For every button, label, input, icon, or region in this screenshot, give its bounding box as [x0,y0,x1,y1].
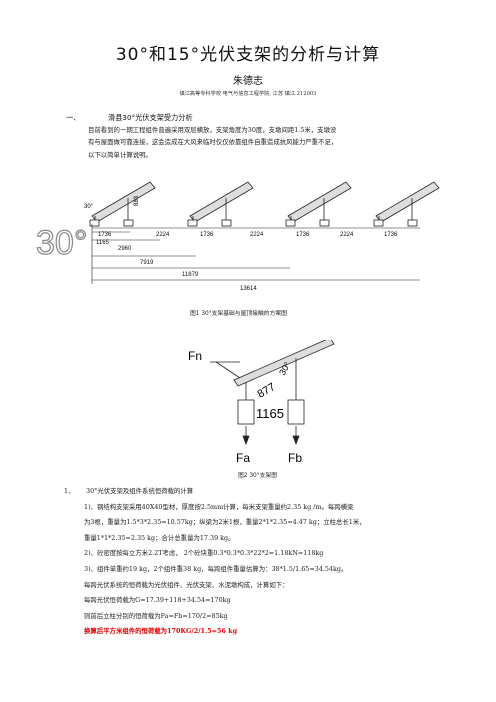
figure-1-caption: 图1 30°支架基础与屋顶接触的方案图 [190,311,287,317]
span-label: 1736 [98,232,112,238]
section-1-number: 一、 [66,113,81,122]
body-line: 3)、组件单重约19 kg，2个组件重38 kg，每跨组件重量估算为：38*1.… [84,564,348,573]
dim-label: 2960 [118,246,132,252]
body-line: 为3根，重量为1.5*3*2.35=10.57kg；纵梁为2米1根，重量2*1*… [84,518,366,527]
span-label: 1736 [384,232,398,238]
body-line: 重量1*1*2.35=2.35 kg；合计总重量为17.39 kg。 [84,533,235,542]
figure-1-big-angle-label: 30° [36,224,87,262]
base-label: 1165 [256,406,284,421]
section-1-title: 滑县30°光伏支架受力分析 [108,113,193,122]
paragraph-line: 有与屋面做可靠连接，这会造成在大风来临时仅仅依靠组件自重造成抗风能力严重不足， [88,138,338,147]
dim-label: 7919 [140,260,154,266]
body-line: 每跨光伏恒荷载为G=17.39+118+34.54=170kg [84,596,231,605]
body-line: 2)、砼密度按每立方米2.2T考虑， 2个砼块重0.3*0.3*0.3*22*2… [84,549,324,558]
figure-2-drawing: Fn 877 30° 1165 Fa Fb [188,337,335,465]
figure-1-drawing: 30° 30° 883 [35,181,440,292]
figure-1: 30° 30° 883 [0,176,496,306]
span-label: 1736 [200,232,214,238]
panel-group [373,181,440,227]
body-line: 则前后立柱分别的恒荷载为Fa=Fb=170/2=85kg [84,611,228,620]
author: 朱德志 [233,76,263,87]
section-2-heading: 1、 30°光伏支架及组件系统恒荷载的计算 [64,484,444,500]
section-2: 1、 30°光伏支架及组件系统恒荷载的计算 1)、钢结构支架采用40X40型材，厚… [64,484,444,640]
figure-2-caption: 图2 30°支架图 [238,473,277,479]
page-title: 30°和15°光伏支架的分析与计算 [115,45,381,65]
length-label: 877 [256,381,278,401]
section-1-paragraph: 目前看到的一期工程组件普遍采用双层横放，支架角度为30度，支墩间距1.5米，支墩… [88,124,438,161]
section-1-heading: 一、 滑县30°光伏支架受力分析 [66,113,193,123]
dim-label: 13614 [240,286,257,292]
paragraph-line: 目前看到的一期工程组件普遍采用双层横放，支架角度为30度，支墩间距1.5米，支墩… [88,126,337,134]
dim-label: 1165 [96,240,110,246]
affiliation: 镇江高等专科学校 电气与信息工程学院, 江苏 镇江 212003 [179,91,317,97]
span-label: 2224 [156,232,170,238]
figure-1-small-angle-label: 30° [84,204,94,210]
force-a-label: Fa [236,451,250,465]
figure-1-height-label: 883 [134,195,140,206]
panel-group [89,181,156,227]
highlight-line: 换算后平方米组件的恒荷载为170KG/2/1.5=56 kg [84,627,238,636]
span-label: 2224 [250,232,264,238]
body-line: 1)、钢结构支架采用40X40型材，厚度按2.5mm计算，每米支架重量约2.35… [84,502,354,511]
span-label: 1736 [296,232,310,238]
figure-2: Fn 877 30° 1165 Fa Fb [180,337,340,468]
force-n-label: Fn [188,349,202,363]
panel-group [187,181,254,227]
body-line: 每跨光伏系统的恒荷载为光伏组件、光伏支架、水泥墩构成，计算如下： [84,580,289,589]
section-2-number: 1、 [64,487,75,495]
dim-label: 11879 [182,272,199,278]
span-label: 2224 [340,232,354,238]
force-b-label: Fb [288,451,302,465]
panel-group [285,181,352,227]
paragraph-line: 以下以简单计算说明。 [88,150,152,159]
section-2-title: 30°光伏支架及组件系统恒荷载的计算 [86,487,194,495]
